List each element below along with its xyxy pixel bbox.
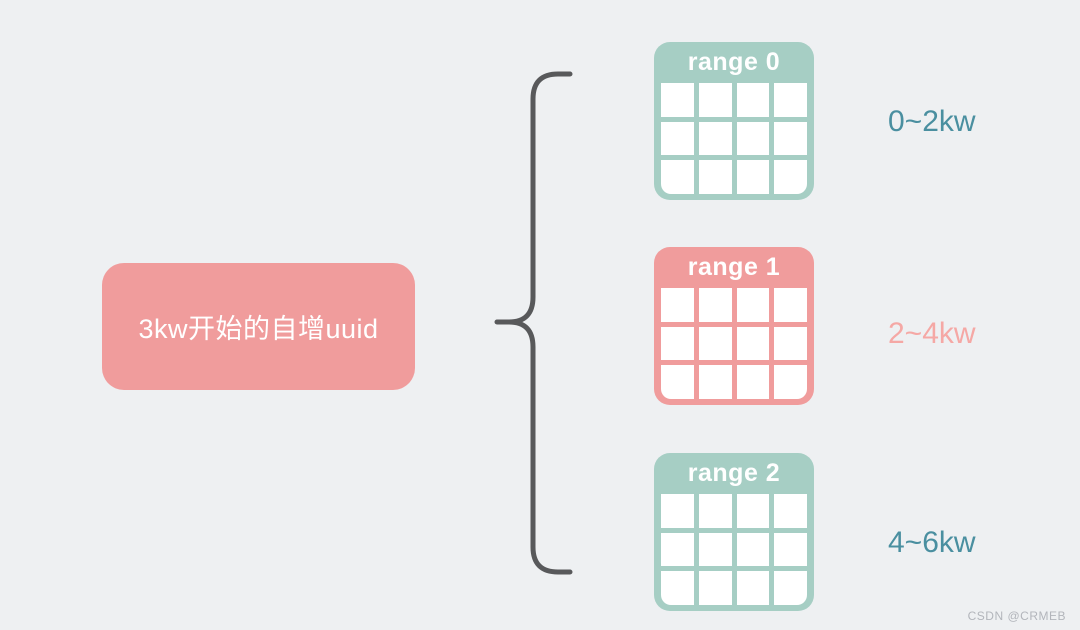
table-cell (774, 160, 807, 194)
table-icon-range-2: range 2 (654, 453, 814, 611)
table-cell (698, 288, 732, 322)
source-label: 3kw开始的自增uuid (138, 314, 379, 344)
table-cell (736, 288, 770, 322)
range-label: 2~4kw (888, 317, 976, 350)
table-cell (774, 288, 807, 322)
table-cell (774, 365, 807, 399)
table-cell (661, 83, 694, 117)
table-cell (661, 494, 694, 528)
table-cell (661, 121, 694, 156)
table-cell (736, 365, 770, 399)
table-cell (698, 494, 732, 528)
table-icon-range-0: range 0 (654, 42, 814, 200)
table-grid (661, 83, 807, 194)
table-cell (661, 160, 694, 194)
range-node: range 2 (654, 453, 814, 611)
table-cell (698, 326, 732, 361)
range-label: 0~2kw (888, 105, 976, 138)
table-cell (774, 571, 807, 605)
table-cell (698, 121, 732, 156)
table-cell (698, 365, 732, 399)
range-node: range 1 (654, 247, 814, 405)
source-node: 3kw开始的自增uuid (102, 263, 415, 390)
table-cell (736, 83, 770, 117)
watermark: CSDN @CRMEB (967, 609, 1066, 623)
table-title: range 1 (687, 253, 781, 281)
curly-brace-path (506, 71, 573, 575)
table-cell (774, 326, 807, 361)
table-cell (698, 83, 732, 117)
table-cell (736, 571, 770, 605)
table-cell (661, 326, 694, 361)
range-label: 4~6kw (888, 526, 976, 559)
table-grid (661, 288, 807, 399)
table-cell (736, 326, 770, 361)
table-cell (698, 532, 732, 567)
table-cell (736, 160, 770, 194)
table-title: range 0 (687, 48, 781, 76)
table-cell (736, 121, 770, 156)
table-cell (661, 571, 694, 605)
table-cell (736, 494, 770, 528)
table-cell (661, 288, 694, 322)
table-cell (698, 571, 732, 605)
table-cell (661, 365, 694, 399)
table-title: range 2 (687, 459, 781, 487)
table-cell (774, 83, 807, 117)
table-cell (774, 494, 807, 528)
table-cell (698, 160, 732, 194)
range-node: range 0 (654, 42, 814, 200)
table-icon-range-1: range 1 (654, 247, 814, 405)
table-cell (774, 532, 807, 567)
table-grid (661, 494, 807, 605)
table-cell (736, 532, 770, 567)
table-cell (774, 121, 807, 156)
table-cell (661, 532, 694, 567)
